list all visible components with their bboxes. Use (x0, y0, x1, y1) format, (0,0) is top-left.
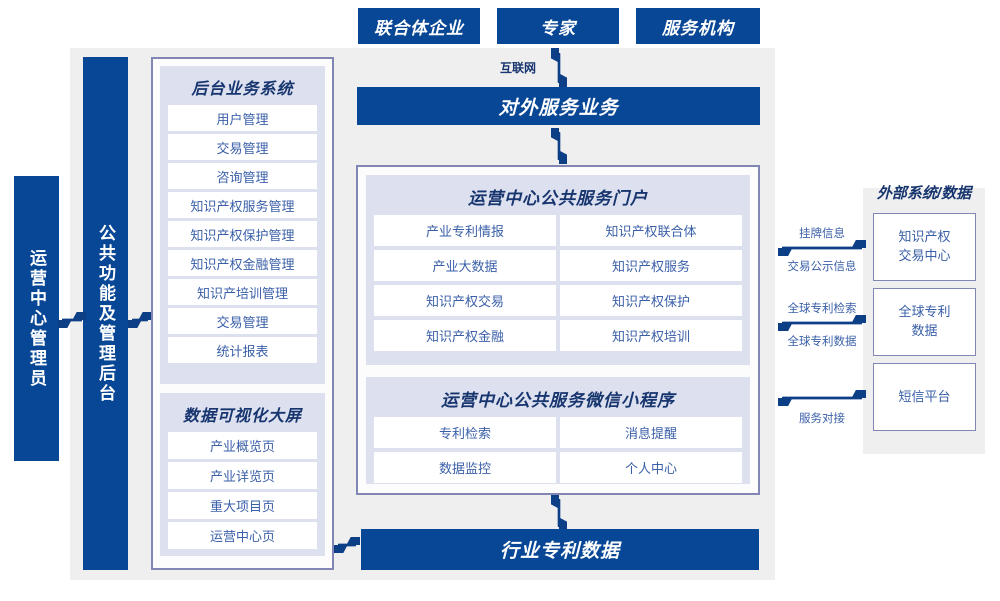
external-service-bar[interactable]: 对外服务业务 (357, 87, 760, 125)
actor-label: 服务机构 (662, 18, 734, 38)
external-box-label: 知识产权 交易中心 (898, 229, 951, 263)
link-label-text: 全球专利数据 (787, 336, 857, 348)
external-link-label-below-trading: 交易公示信息 (772, 258, 872, 274)
miniprogram-item[interactable]: 数据监控 (374, 452, 556, 483)
external-link-arrow-sms (778, 390, 866, 406)
vbar-operation-center-admin[interactable]: 运营中心管理员 (14, 176, 59, 461)
external-link-arrow-trading (778, 240, 866, 256)
external-box-sms-platform[interactable]: 短信平台 (873, 363, 976, 431)
miniprogram-group-title: 运营中心公共服务微信小程序 (441, 391, 675, 410)
backend-item[interactable]: 知识产权保护管理 (168, 221, 317, 247)
actor-box-alliance-enterprise[interactable]: 联合体企业 (358, 8, 480, 44)
external-service-bar-label: 对外服务业务 (498, 97, 619, 119)
backend-item[interactable]: 知识产权金融管理 (168, 250, 317, 276)
portal-group-title: 运营中心公共服务门户 (468, 189, 648, 208)
visualization-item[interactable]: 产业详览页 (168, 462, 317, 489)
link-label-text: 交易公示信息 (787, 261, 857, 273)
backend-item[interactable]: 咨询管理 (168, 163, 317, 189)
external-link-arrow-global-patent (778, 315, 866, 331)
visualization-item[interactable]: 产业概览页 (168, 432, 317, 459)
external-link-label-above-global-patent: 全球专利检索 (772, 300, 872, 316)
backend-item[interactable]: 交易管理 (168, 134, 317, 160)
internet-label-text: 互联网 (499, 61, 536, 75)
visualization-group-title: 数据可视化大屏 (182, 408, 302, 425)
portal-items-grid: 产业专利情报 知识产权联合体 产业大数据 知识产权服务 知识产权交易 知识产权保… (374, 215, 742, 351)
miniprogram-items-grid: 专利检索 消息提醒 数据监控 个人中心 (374, 417, 742, 483)
internet-label: 互联网 (490, 59, 546, 76)
miniprogram-item[interactable]: 专利检索 (374, 417, 556, 448)
backend-group-title: 后台业务系统 (191, 81, 294, 98)
public-service-portal-group: 运营中心公共服务门户 产业专利情报 知识产权联合体 产业大数据 知识产权服务 知… (366, 175, 750, 365)
center-services-panel: 运营中心公共服务门户 产业专利情报 知识产权联合体 产业大数据 知识产权服务 知… (356, 165, 760, 495)
actor-label: 专家 (540, 18, 576, 38)
visualization-items-list: 产业概览页 产业详览页 重大项目页 运营中心页 (168, 432, 317, 549)
industry-patent-data-label: 行业专利数据 (499, 541, 620, 562)
portal-item[interactable]: 知识产权培训 (560, 320, 742, 351)
portal-item[interactable]: 产业专利情报 (374, 215, 556, 246)
external-box-global-patent-data[interactable]: 全球专利 数据 (873, 288, 976, 356)
actor-box-expert[interactable]: 专家 (497, 8, 619, 44)
backend-items-list: 用户管理 交易管理 咨询管理 知识产权服务管理 知识产权保护管理 知识产权金融管… (168, 105, 317, 363)
external-box-ip-trading-center[interactable]: 知识产权 交易中心 (873, 213, 976, 281)
miniprogram-item[interactable]: 个人中心 (560, 452, 742, 483)
external-panel-title-text: 外部系统/数据 (876, 185, 972, 202)
vbar-public-function-backend[interactable]: 公共功能及管理后台 (83, 57, 128, 570)
portal-item[interactable]: 知识产权联合体 (560, 215, 742, 246)
wechat-miniprogram-group: 运营中心公共服务微信小程序 专利检索 消息提醒 数据监控 个人中心 (366, 377, 750, 484)
external-panel-title: 外部系统/数据 (863, 174, 985, 209)
portal-item[interactable]: 知识产权金融 (374, 320, 556, 351)
actor-label: 联合体企业 (374, 18, 464, 38)
vbar-label: 运营中心管理员 (27, 248, 46, 389)
external-link-label-above-trading: 挂牌信息 (778, 225, 866, 241)
link-label-text: 挂牌信息 (799, 228, 845, 240)
portal-item[interactable]: 知识产权服务 (560, 250, 742, 281)
backend-item[interactable]: 交易管理 (168, 308, 317, 334)
backend-item[interactable]: 统计报表 (168, 337, 317, 363)
miniprogram-item[interactable]: 消息提醒 (560, 417, 742, 448)
external-box-label: 短信平台 (898, 388, 951, 404)
industry-patent-data-bar[interactable]: 行业专利数据 (361, 529, 759, 570)
portal-item[interactable]: 产业大数据 (374, 250, 556, 281)
portal-item[interactable]: 知识产权保护 (560, 285, 742, 316)
portal-item[interactable]: 知识产权交易 (374, 285, 556, 316)
external-link-label-below-global-patent: 全球专利数据 (772, 333, 872, 349)
backend-item[interactable]: 用户管理 (168, 105, 317, 131)
external-box-label: 全球专利 数据 (898, 304, 951, 338)
external-link-label-below-sms: 服务对接 (778, 410, 866, 426)
left-modules-panel: 后台业务系统 用户管理 交易管理 咨询管理 知识产权服务管理 知识产权保护管理 … (151, 57, 334, 570)
backend-item[interactable]: 知识产培训管理 (168, 279, 317, 305)
backend-item[interactable]: 知识产权服务管理 (168, 192, 317, 218)
vbar-label: 公共功能及管理后台 (96, 223, 115, 404)
link-label-text: 服务对接 (799, 413, 845, 425)
visualization-item[interactable]: 运营中心页 (168, 522, 317, 549)
data-visualization-group: 数据可视化大屏 产业概览页 产业详览页 重大项目页 运营中心页 (160, 393, 325, 556)
backend-business-group: 后台业务系统 用户管理 交易管理 咨询管理 知识产权服务管理 知识产权保护管理 … (160, 66, 325, 384)
visualization-item[interactable]: 重大项目页 (168, 492, 317, 519)
link-label-text: 全球专利检索 (787, 303, 857, 315)
actor-box-service-agency[interactable]: 服务机构 (636, 8, 760, 44)
